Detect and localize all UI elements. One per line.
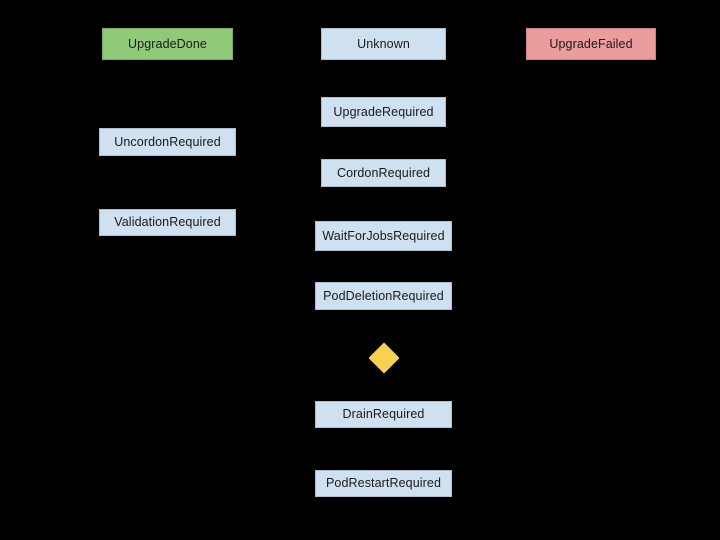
node-upgrade-required[interactable]: UpgradeRequired (321, 97, 446, 127)
node-upgrade-done[interactable]: UpgradeDone (102, 28, 233, 60)
node-upgrade-failed[interactable]: UpgradeFailed (526, 28, 656, 60)
node-podrestart-required[interactable]: PodRestartRequired (315, 470, 452, 497)
decision-marker-icon[interactable] (368, 342, 400, 374)
node-validation-required[interactable]: ValidationRequired (99, 209, 236, 236)
node-waitforjobs-required[interactable]: WaitForJobsRequired (315, 221, 452, 251)
node-drain-required[interactable]: DrainRequired (315, 401, 452, 428)
node-cordon-required[interactable]: CordonRequired (321, 159, 446, 187)
node-uncordon-required[interactable]: UncordonRequired (99, 128, 236, 156)
node-unknown[interactable]: Unknown (321, 28, 446, 60)
node-poddeletion-required[interactable]: PodDeletionRequired (315, 282, 452, 310)
